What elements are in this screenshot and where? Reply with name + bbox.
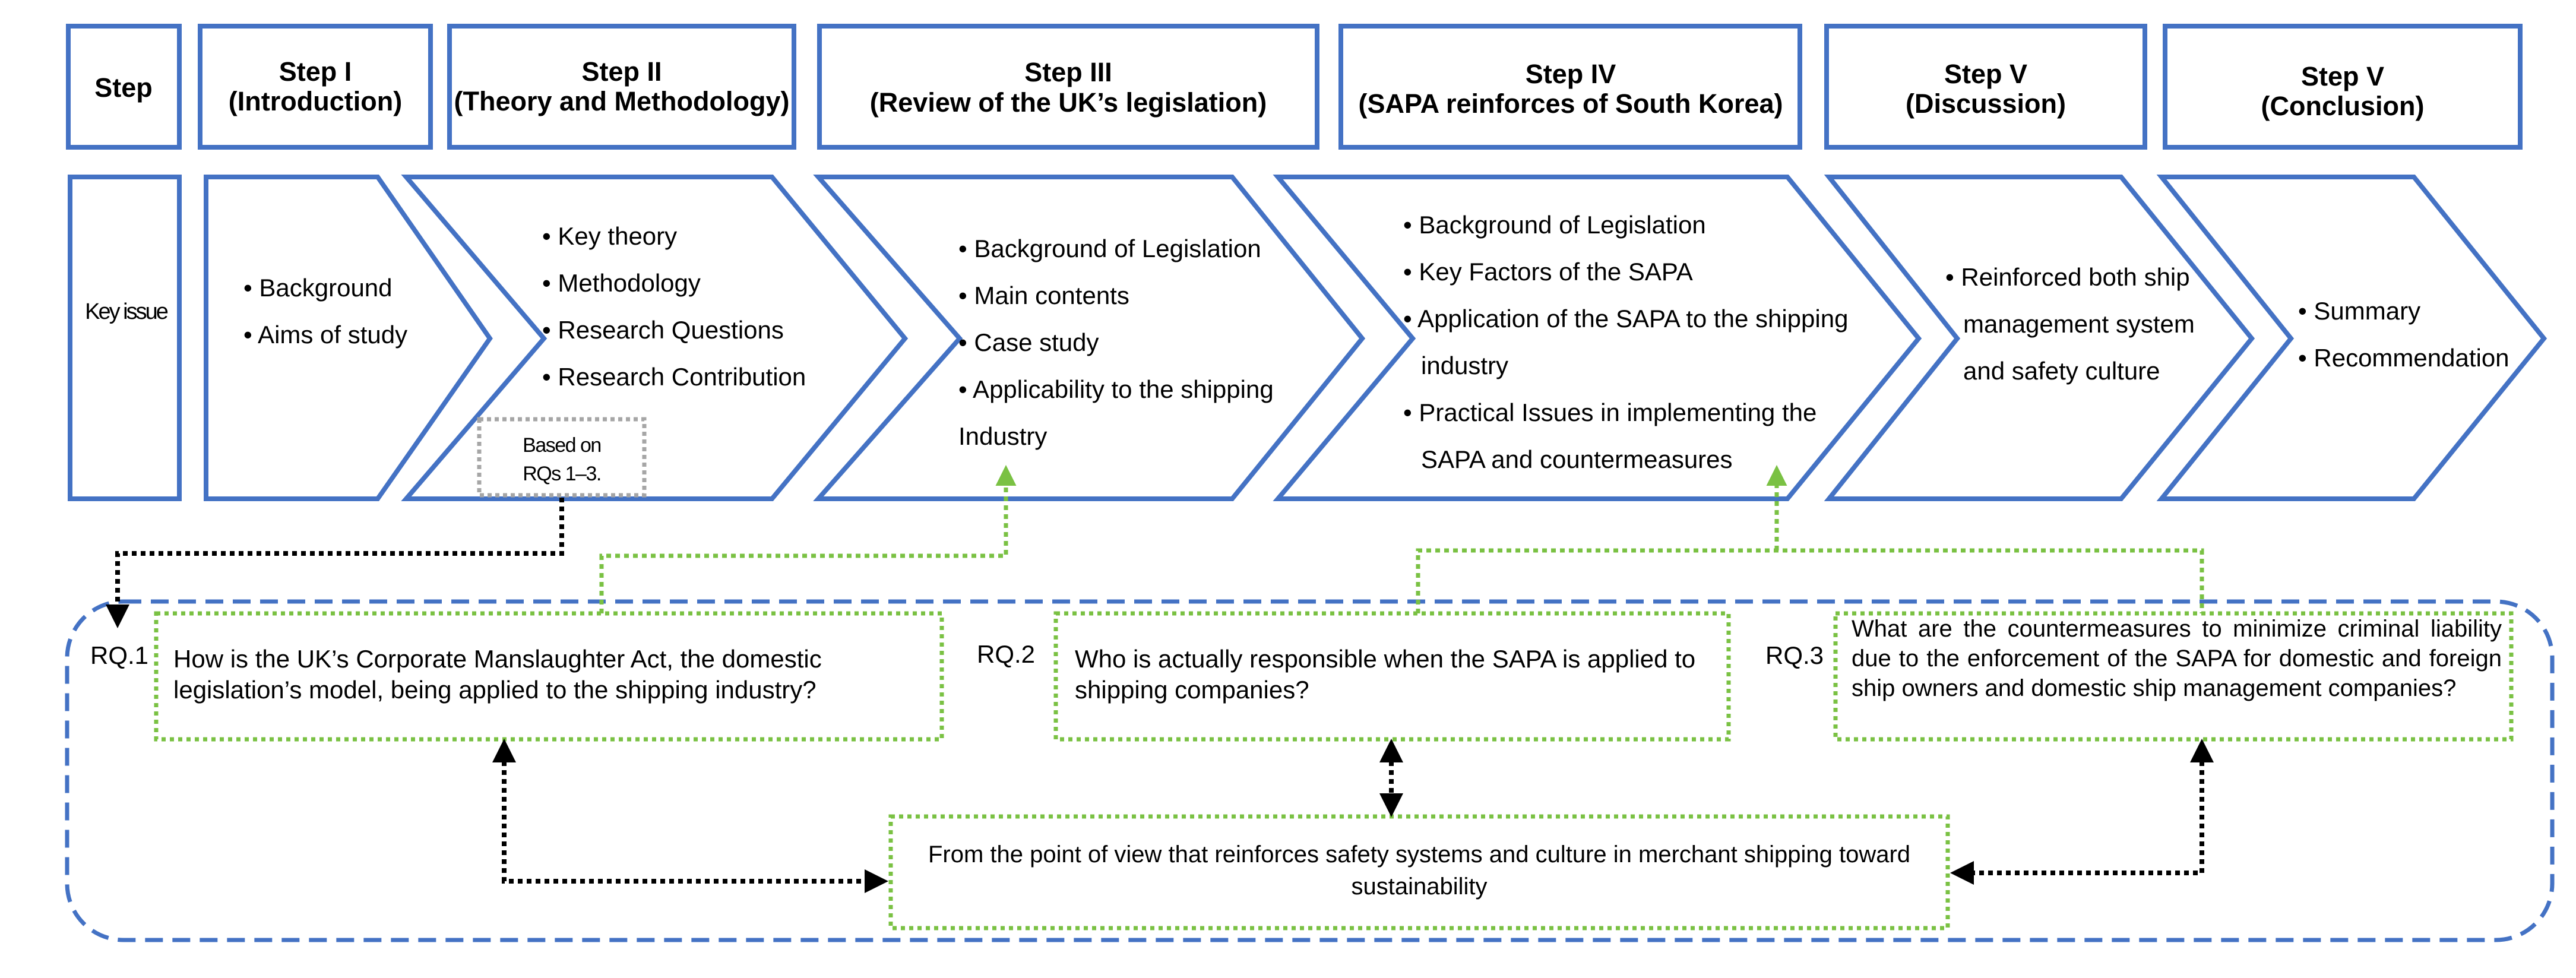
header-step-6-title: Step V (2301, 61, 2384, 91)
connector-rq2-rq3-bracket (1416, 548, 2204, 613)
rq1-label: RQ.1 (90, 641, 149, 669)
chevron-1-line-2: • Aims of study (243, 321, 407, 349)
chevron-3-line-5: Industry (958, 422, 1047, 450)
chevron-step-4 (1273, 175, 1922, 501)
header-step-3-subtitle: (Review of the UK’s legislation) (870, 87, 1267, 118)
summary-box (888, 814, 1950, 930)
rq3-label: RQ.3 (1765, 641, 1824, 669)
chevron-3-line-1: • Background of Legislation (958, 235, 1261, 262)
chevron-2-line-2: • Methodology (542, 269, 701, 297)
header-step-2-subtitle: (Theory and Methodology) (454, 86, 790, 116)
rq3-text: What are the countermeasures to minimize… (1852, 616, 2502, 701)
header-box-step-5 (1824, 24, 2147, 150)
rq1-box (154, 611, 944, 742)
chevron-2-line-1: • Key theory (542, 222, 677, 250)
chevron-step-1 (204, 175, 493, 501)
rq-container (65, 599, 2555, 942)
header-step-1-subtitle: (Introduction) (229, 86, 402, 116)
chevron-2-line-3: • Research Questions (542, 316, 784, 344)
header-step-1-title: Step I (279, 56, 352, 87)
rq2-label: RQ.2 (977, 640, 1036, 668)
chevron-4-line-3: • Application of the SAPA to the shippin… (1403, 305, 1848, 333)
chevron-step-2 (401, 175, 909, 501)
connector-rq3-summary (1950, 739, 2214, 885)
header-box-step-3 (817, 24, 1319, 150)
chevron-5-line-2: management system (1963, 310, 2195, 338)
chevron-5-line-1: • Reinforced both ship (1945, 263, 2190, 291)
chevron-6-line-1: • Summary (2298, 297, 2420, 325)
header-step-3-title: Step III (1024, 57, 1112, 87)
note-line-2: RQs 1–3. (523, 463, 601, 485)
chevron-4-line-1: • Background of Legislation (1403, 211, 1706, 239)
rq2-text: Who is actually responsible when the SAP… (1075, 645, 1696, 704)
header-box-step-1 (198, 24, 433, 150)
header-step-title: Step (94, 72, 153, 103)
connector-rq1-summary (492, 739, 888, 893)
rq1-text: How is the UK’s Corporate Manslaughter A… (173, 645, 822, 704)
chevron-6-line-2: • Recommendation (2298, 344, 2509, 372)
chevron-3-line-4: • Applicability to the shipping (958, 375, 1274, 403)
connector-note-to-rq1 (106, 498, 564, 628)
chevron-step-5 (1824, 175, 2255, 501)
header-step-4-title: Step IV (1526, 59, 1616, 89)
chevron-5-line-3: and safety culture (1963, 357, 2160, 385)
summary-text: From the point of view that reinforces s… (928, 841, 1911, 900)
header-box-step (66, 24, 182, 150)
key-issue-box (68, 175, 182, 501)
header-step-5-subtitle: (Discussion) (1906, 88, 2066, 119)
chevron-4-line-4: industry (1421, 352, 1508, 379)
header-step-2-title: Step II (581, 56, 662, 87)
header-box-step-2 (447, 24, 796, 150)
header-step-6-subtitle: (Conclusion) (2261, 91, 2425, 121)
chevron-3-line-2: • Main contents (958, 281, 1129, 309)
key-issue-label: Key issue (85, 299, 168, 324)
header-box-step-4 (1338, 24, 1802, 150)
connector-rq1-to-step3 (599, 465, 1017, 613)
header-step-5-title: Step V (1944, 59, 2027, 89)
chevron-step-3 (813, 175, 1366, 501)
rq2-box (1053, 611, 1731, 742)
header-box-step-6 (2163, 24, 2523, 150)
chevron-3-line-3: • Case study (958, 328, 1099, 356)
chevron-1-line-1: • Background (243, 274, 393, 302)
note-box (477, 417, 647, 498)
note-line-1: Based on (523, 434, 601, 457)
chevron-2-line-4: • Research Contribution (542, 363, 806, 391)
chevron-4-line-2: • Key Factors of the SAPA (1403, 258, 1693, 286)
chevron-step-6 (2156, 175, 2547, 501)
chevron-4-line-6: SAPA and countermeasures (1421, 445, 1733, 473)
chevron-4-line-5: • Practical Issues in implementing the (1403, 398, 1817, 426)
header-step-4-subtitle: (SAPA reinforces of South Korea) (1358, 88, 1783, 119)
